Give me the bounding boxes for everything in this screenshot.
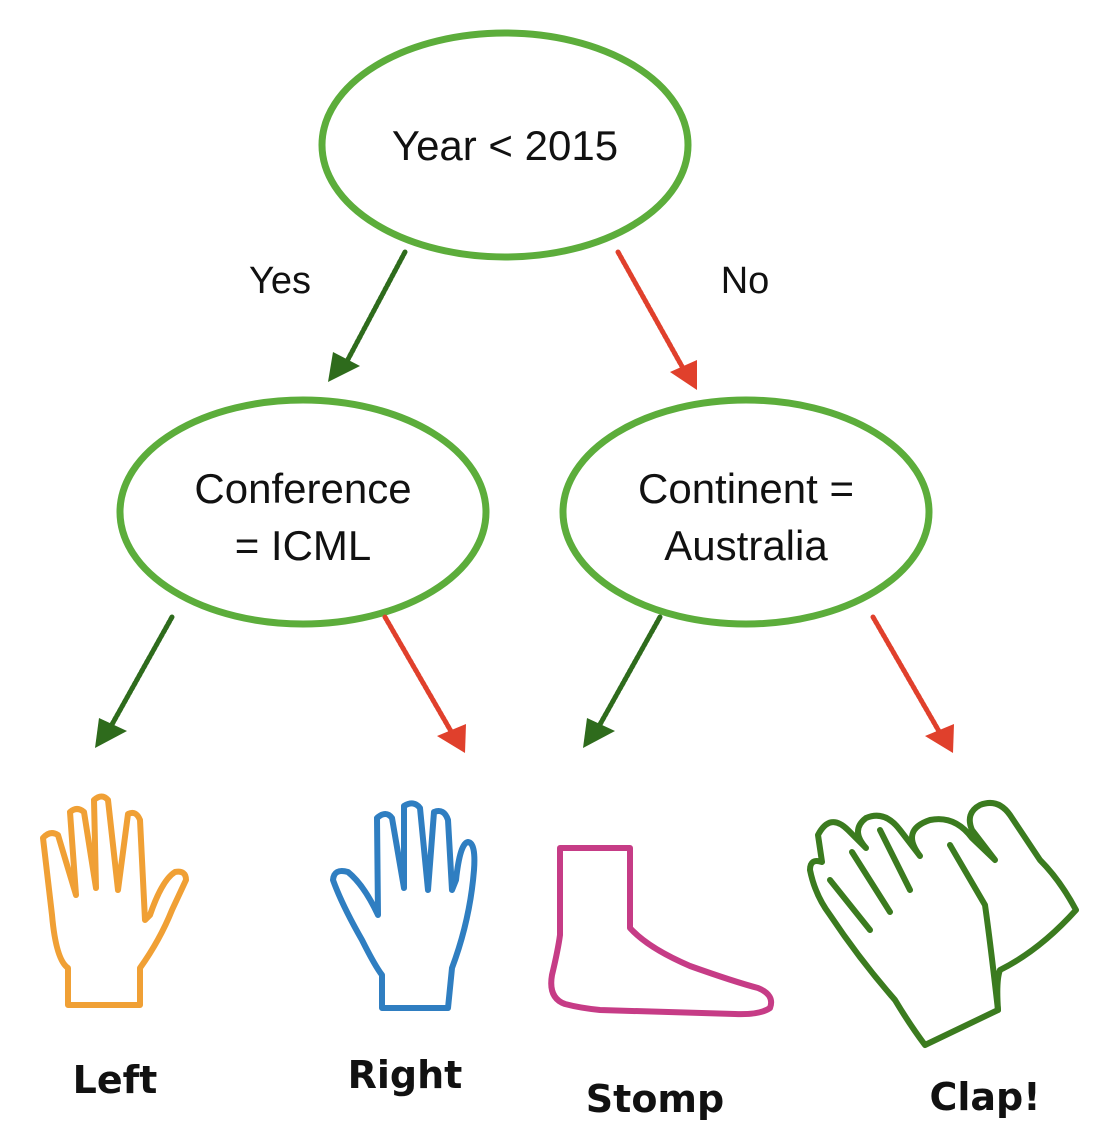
continent-label-line1: Continent = [638,465,854,512]
continent-ellipse [559,396,933,628]
leaf-label-clap: Clap! [929,1075,1040,1119]
leaf-label-stomp: Stomp [586,1077,724,1121]
right-hand-icon [330,800,478,1011]
continent-node: Continent = Australia [559,396,933,628]
root-node: Year < 2015 [318,29,692,261]
continent-label-line2: Australia [664,522,828,569]
no-edge-label: No [721,260,770,302]
conference-label-line2: = ICML [235,522,372,569]
conference-no-arrow [382,614,466,753]
yes-edge-label: Yes [249,260,311,302]
leaf-label-right: Right [348,1053,463,1097]
conference-label-line1: Conference [194,465,411,512]
clapping-hands-icon [807,800,1079,1048]
root-yes-arrow [328,249,408,382]
conference-node: Conference = ICML [116,396,490,628]
root-ellipse [318,29,692,261]
conference-yes-arrow [95,614,175,748]
leaf-label-left: Left [73,1058,158,1102]
root-no-arrow [615,249,697,390]
continent-no-arrow [870,614,954,753]
continent-yes-arrow [583,614,663,748]
conference-ellipse [116,396,490,628]
foot-icon [548,845,775,1018]
root-label: Year < 2015 [392,122,618,169]
left-hand-icon [40,793,189,1008]
